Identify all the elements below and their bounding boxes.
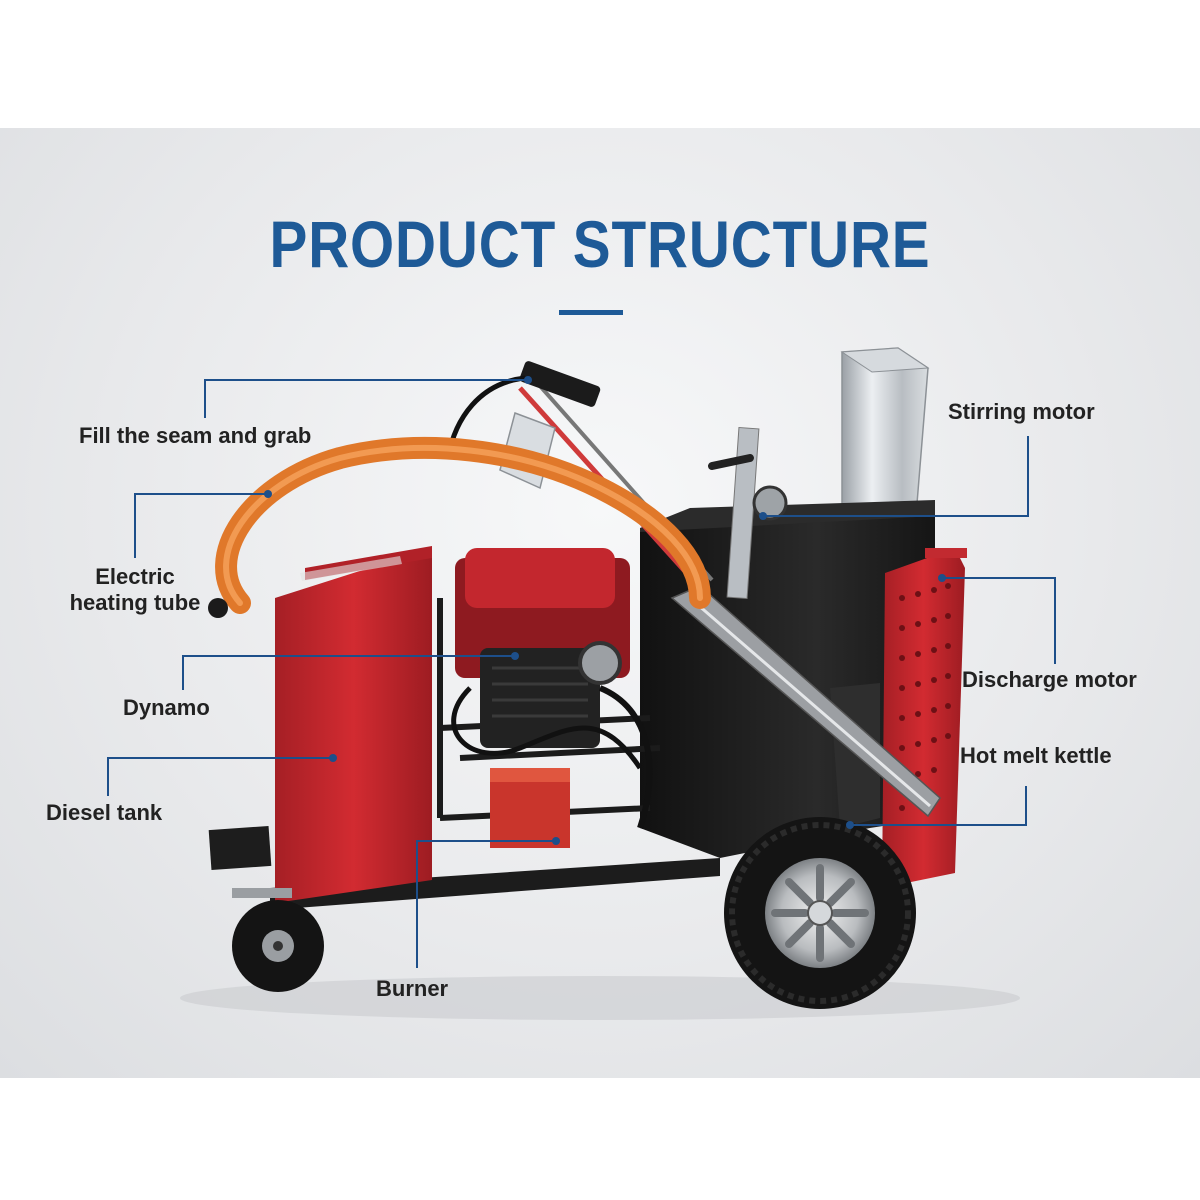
- label-stirring-motor: Stirring motor: [948, 399, 1095, 424]
- page-title: PRODUCT STRUCTURE: [269, 207, 931, 281]
- label-hot-melt-kettle: Hot melt kettle: [960, 743, 1112, 768]
- ground-shadow: [180, 976, 1020, 1020]
- leader-burner: [416, 840, 556, 968]
- chassis-frame: [270, 858, 720, 910]
- leader-discharge-motor: [942, 577, 1056, 664]
- leader-fill-seam-grab: [204, 379, 528, 418]
- grab-handle: [519, 361, 601, 407]
- leader-diesel-tank: [107, 757, 333, 796]
- label-diesel-tank: Diesel tank: [46, 800, 163, 825]
- label-discharge-motor: Discharge motor: [962, 667, 1137, 692]
- label-fill-seam-grab: Fill the seam and grab: [79, 423, 312, 448]
- title-underline: [559, 310, 623, 315]
- motor-cap: [925, 548, 967, 558]
- leader-dots: [264, 376, 946, 845]
- label-burner: Burner: [376, 976, 449, 1001]
- leader-dynamo: [182, 655, 515, 690]
- leader-hot-melt-kettle: [850, 786, 1027, 826]
- label-dynamo: Dynamo: [123, 695, 210, 720]
- leader-electric-heating-tube: [134, 493, 268, 558]
- dynamo-block: [480, 648, 600, 748]
- diesel-tank-housing: [275, 548, 432, 903]
- caster-plate: [232, 888, 292, 898]
- perforated-panel: [882, 548, 965, 888]
- tube-end-cap: [208, 598, 228, 618]
- handle-post: [726, 426, 760, 600]
- rear-bracket: [208, 825, 272, 871]
- product-panel: PRODUCT STRUCTURE: [0, 128, 1200, 1078]
- stirring-pulley: [752, 485, 788, 521]
- leader-stirring-motor: [763, 436, 1029, 517]
- leader-lines: [107, 379, 1056, 968]
- crack-sealing-machine-illustration: [107, 347, 1056, 1020]
- dynamo-pulley: [578, 641, 622, 685]
- label-electric-heating-tube: Electric heating tube: [69, 564, 201, 615]
- panel-perforations: [899, 583, 951, 811]
